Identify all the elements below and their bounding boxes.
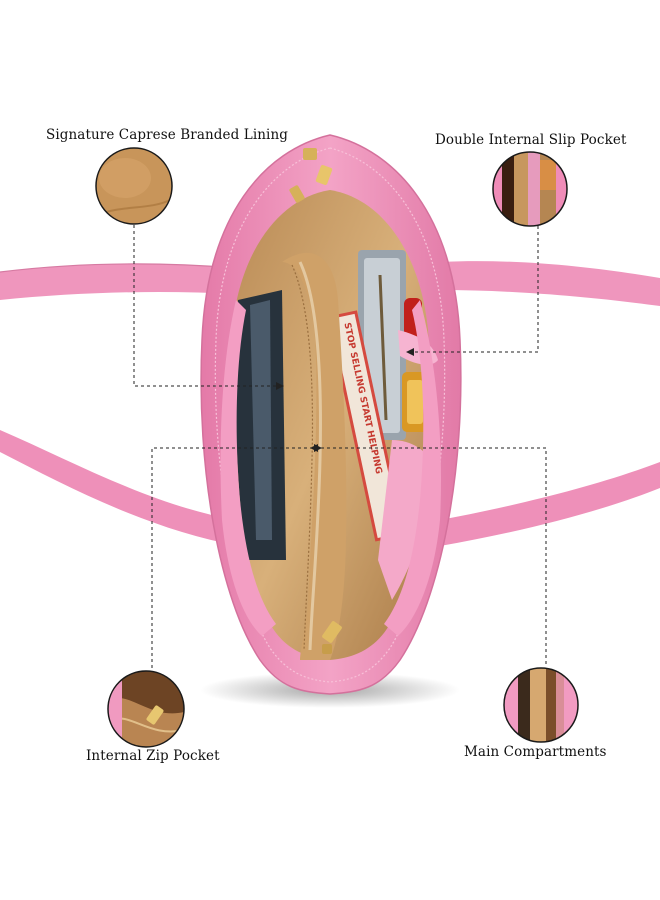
- zipper-pull-bottom: [322, 621, 342, 654]
- arrowheads: [276, 348, 414, 452]
- arrowhead-lining: [276, 382, 284, 390]
- detail-circle-zip-pocket: [107, 670, 185, 748]
- zipper-pull-top: [289, 148, 333, 203]
- slip-pocket: [378, 440, 434, 600]
- label-branded-lining: Signature Caprese Branded Lining: [46, 127, 288, 143]
- left-gusset: [220, 300, 276, 636]
- label-main-compartments: Main Compartments: [464, 744, 607, 760]
- annotation-connectors: [133, 225, 547, 668]
- right-gusset: [384, 300, 442, 636]
- detail-circle-lining: [95, 147, 173, 225]
- detail-circle-main-compartments: [503, 667, 579, 743]
- connector-zip: [151, 447, 312, 668]
- connector-main: [318, 447, 547, 664]
- label-zip-pocket: Internal Zip Pocket: [86, 748, 220, 764]
- connector-slip: [412, 226, 539, 353]
- zip-pocket-divider: [282, 252, 347, 660]
- label-slip-pocket: Double Internal Slip Pocket: [435, 132, 627, 148]
- detail-circle-slip-pocket: [492, 151, 568, 227]
- bag-straps: [0, 261, 660, 546]
- arrowhead-slip: [406, 348, 414, 356]
- arrowhead-main: [314, 444, 322, 452]
